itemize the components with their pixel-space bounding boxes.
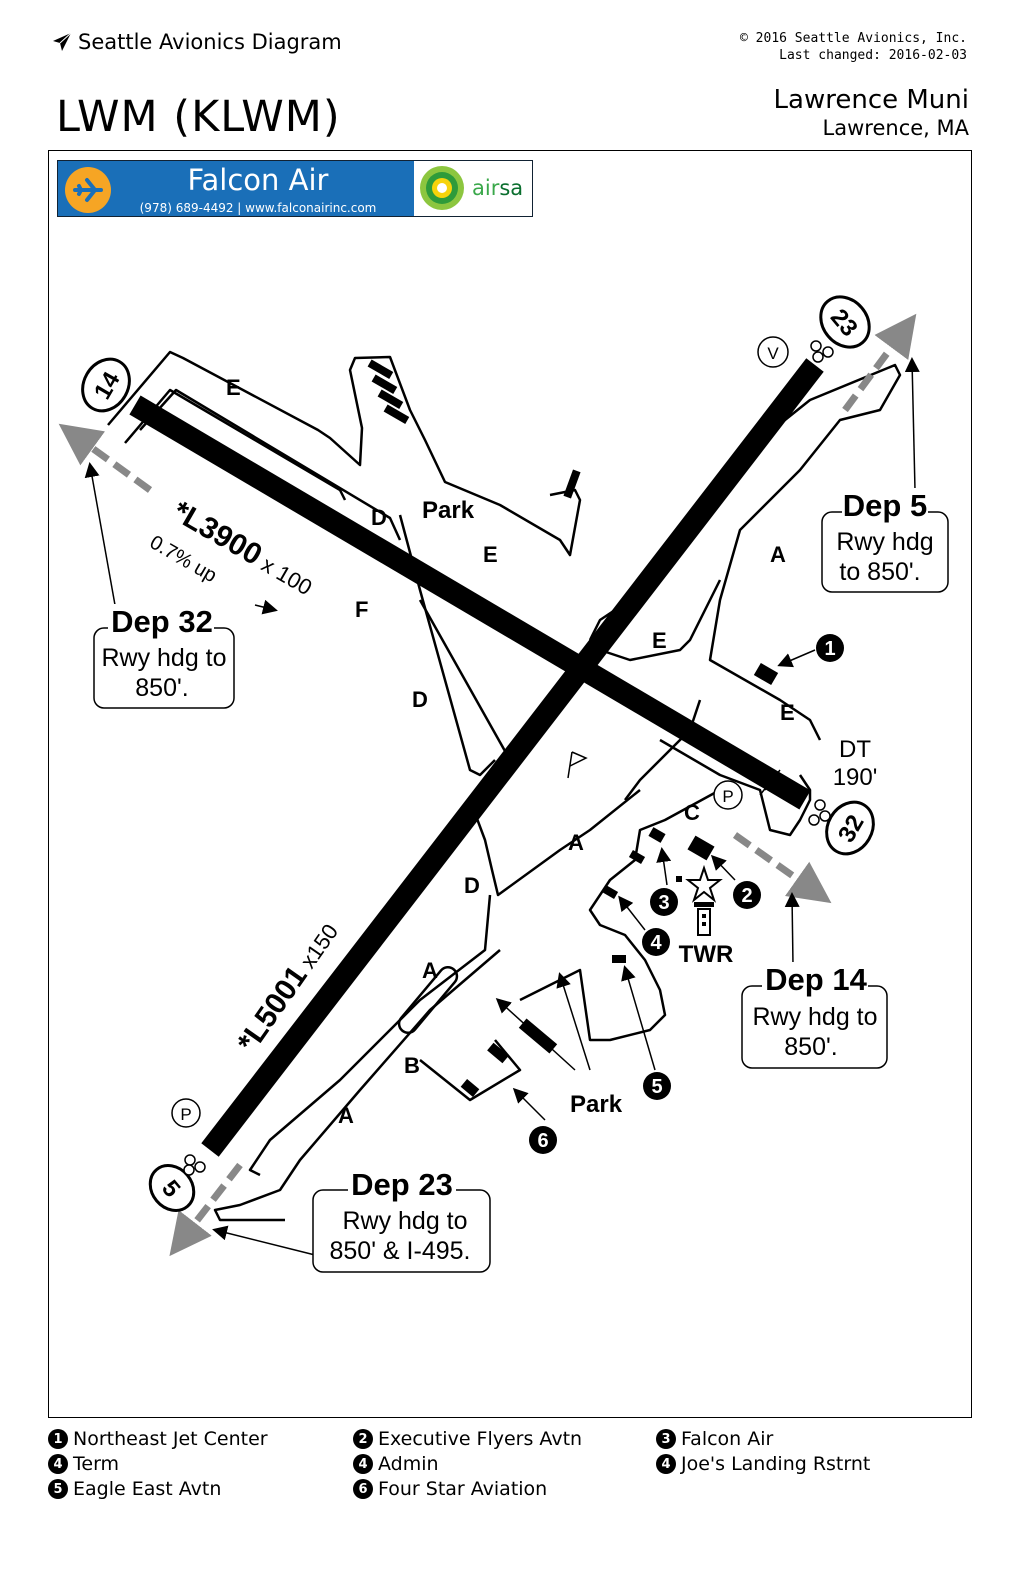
tower-label: TWR: [679, 941, 734, 968]
brand-label: Seattle Avionics Diagram: [78, 30, 342, 54]
svg-text:Dep 5: Dep 5: [843, 488, 927, 523]
airport-name: Lawrence Muni: [773, 85, 969, 115]
runway-end-5[interactable]: 5: [141, 1157, 202, 1219]
park-label-2: Park: [570, 1091, 623, 1118]
twy-c: C: [684, 800, 700, 825]
tower-icon: [685, 864, 723, 936]
displaced-threshold-label: DT: [839, 736, 871, 763]
svg-text:Dep 23: Dep 23: [351, 1167, 453, 1202]
svg-text:P: P: [180, 1105, 191, 1124]
parking-icon-2: P: [171, 1098, 201, 1128]
twy-e-2: E: [483, 542, 498, 567]
marker-1[interactable]: 1: [816, 634, 844, 662]
svg-text:Rwy hdg: Rwy hdg: [836, 528, 933, 556]
leader-arrows: [84, 357, 920, 1256]
partner-suffix: sa: [499, 176, 524, 200]
twy-a-4: A: [338, 1103, 354, 1128]
runway-14-32[interactable]: [129, 395, 811, 810]
approach-light-icons: [183, 340, 834, 1176]
svg-text:850'.: 850'.: [784, 1033, 837, 1061]
dep-32-callout[interactable]: Dep 32 Rwy hdg to 850'.: [93, 604, 235, 709]
marker-5[interactable]: 5: [643, 1072, 671, 1100]
twy-d-2: D: [412, 687, 428, 712]
airplane-logo-icon: [65, 167, 111, 213]
runway-end-23[interactable]: 23: [811, 287, 879, 357]
twy-e-3: E: [652, 628, 667, 653]
twy-f: F: [355, 597, 368, 622]
paper-plane-icon: [53, 32, 72, 51]
twy-e-4: E: [780, 700, 795, 725]
diagram-frame: [48, 150, 972, 1418]
airport-ident: LWM (KLWM): [56, 92, 341, 142]
svg-text:6: 6: [537, 1130, 548, 1152]
dep-14-callout[interactable]: Dep 14 Rwy hdg to 850'.: [741, 962, 888, 1069]
brand: Seattle Avionics Diagram: [52, 30, 342, 54]
twy-a-2: A: [568, 830, 584, 855]
marker-2[interactable]: 2: [733, 881, 761, 909]
sunflower-logo-icon: [420, 166, 464, 210]
banner-name: Falcon Air: [187, 163, 329, 197]
buildings: [367, 359, 779, 1097]
airport-name-block: Lawrence Muni Lawrence, MA: [774, 86, 969, 142]
svg-text:Rwy hdg to: Rwy hdg to: [101, 644, 226, 672]
fbo-banner[interactable]: Falcon Air (978) 689-4492 | www.falconai…: [57, 160, 533, 217]
svg-text:850' & I-495.: 850' & I-495.: [330, 1237, 471, 1265]
svg-text:P: P: [722, 787, 733, 806]
svg-text:Rwy hdg to: Rwy hdg to: [342, 1207, 467, 1235]
twy-e-1: E: [226, 375, 241, 400]
park-label-1: Park: [422, 497, 475, 524]
svg-text:4: 4: [650, 932, 662, 954]
runway-end-32[interactable]: 32: [817, 794, 882, 863]
dep-5-callout[interactable]: Dep 5 Rwy hdg to 850'.: [821, 488, 949, 593]
runway-5-23[interactable]: [201, 358, 824, 1157]
svg-text:Dep 32: Dep 32: [111, 604, 213, 639]
svg-text:3: 3: [658, 892, 669, 914]
twy-d-3: D: [464, 873, 480, 898]
twy-b: B: [404, 1053, 420, 1078]
svg-text:5: 5: [651, 1076, 662, 1098]
displaced-threshold-value: 190': [833, 764, 878, 791]
taxiway-labels: E D E F E E A D A D A B A C Park Park: [226, 375, 795, 1128]
svg-text:Rwy hdg to: Rwy hdg to: [752, 1003, 877, 1031]
runway-end-14[interactable]: 14: [73, 351, 138, 420]
displaced-threshold-icon: [759, 769, 781, 796]
last-changed: Last changed: 2016-02-03: [779, 48, 967, 63]
departure-tracks: [58, 313, 917, 1257]
dep-23-callout[interactable]: Dep 23 Rwy hdg to 850' & I-495.: [312, 1166, 491, 1273]
airport-city: Lawrence, MA: [822, 116, 969, 140]
svg-text:V: V: [767, 344, 779, 363]
svg-text:1: 1: [824, 638, 835, 660]
svg-text:2: 2: [741, 885, 752, 907]
marker-6[interactable]: 6: [529, 1126, 557, 1154]
svg-text:to 850'.: to 850'.: [839, 558, 920, 586]
partner-prefix: air: [472, 176, 500, 200]
svg-text:850'.: 850'.: [135, 674, 188, 702]
marker-3[interactable]: 3: [650, 888, 678, 916]
twy-a-3: A: [422, 958, 438, 983]
marker-4[interactable]: 4: [642, 928, 670, 956]
svg-text:Dep 14: Dep 14: [765, 962, 867, 997]
facility-markers: 1 2 3 4 5 6: [529, 634, 844, 1154]
vor-icon: V: [757, 336, 789, 368]
copyright-block: © 2016 Seattle Avionics, Inc. Last chang…: [740, 30, 967, 64]
windsock-icon: [567, 751, 588, 779]
partner-logo: airsa: [414, 161, 532, 216]
copyright: © 2016 Seattle Avionics, Inc.: [740, 31, 967, 46]
parking-icon: P: [713, 780, 743, 810]
banner-contact: (978) 689-4492 | www.falconairinc.com: [139, 201, 377, 215]
twy-d-1: D: [371, 505, 387, 530]
twy-a-1: A: [770, 542, 786, 567]
